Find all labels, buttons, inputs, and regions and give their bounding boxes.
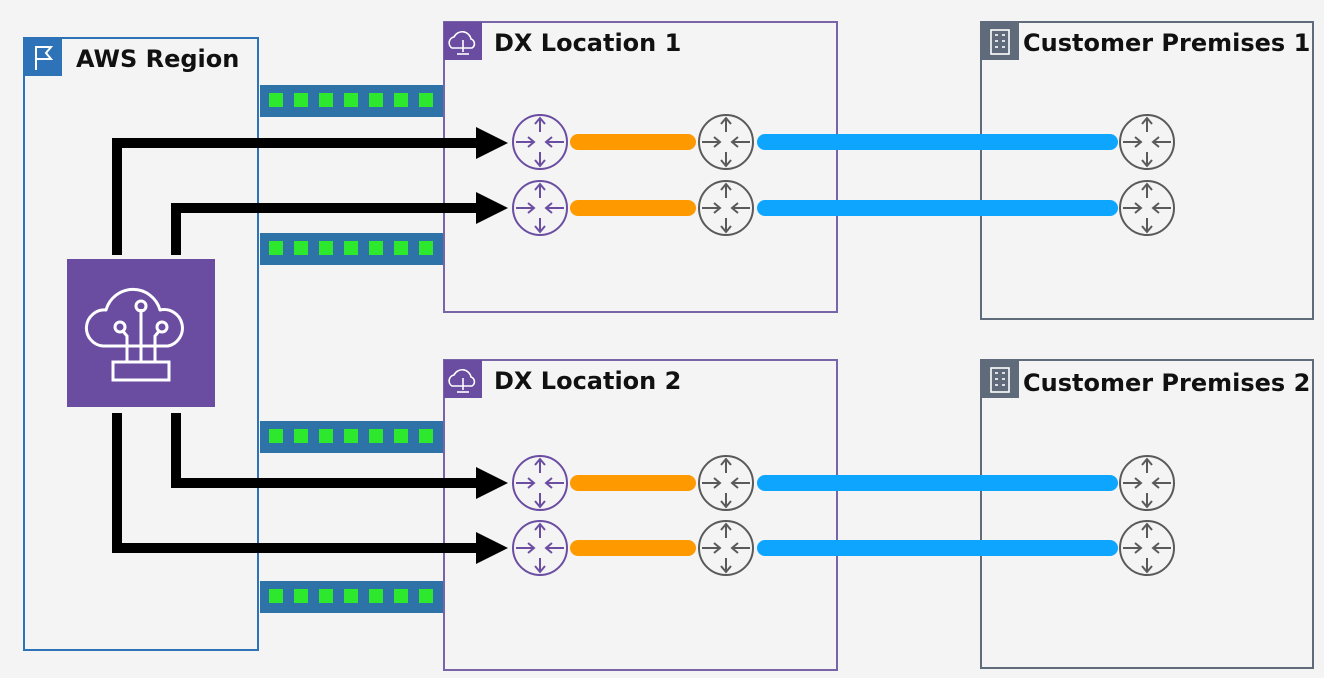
- aws-region-box: [23, 37, 259, 651]
- aws-router-icon: [512, 520, 568, 576]
- arrow-path-4: [112, 413, 478, 553]
- port-bar-1: [260, 85, 443, 117]
- customer-router-icon: [1119, 520, 1175, 576]
- aws-router-icon: [512, 180, 568, 236]
- dx-location-1-box: [443, 21, 838, 313]
- customer-premises-1-box: [980, 21, 1314, 320]
- arrowhead-4: [476, 532, 508, 564]
- aws-region-icon-bg: [24, 38, 62, 76]
- building-icon: [981, 22, 1019, 60]
- aws-region-label: AWS Region: [76, 45, 240, 73]
- dx-location-2-box: [443, 359, 838, 671]
- aws-router-icon: [512, 455, 568, 511]
- customer-premises-1-label: Customer Premises 1: [1023, 29, 1311, 57]
- arrow-path-1: [112, 138, 478, 255]
- port-bar-3: [260, 421, 443, 453]
- customer-premises-2-label: Customer Premises 2: [1023, 369, 1311, 397]
- customer-router-icon: [1119, 114, 1175, 170]
- arrow-path-3: [171, 413, 478, 488]
- arrow-path-2: [171, 203, 478, 255]
- dx-location-icon: [444, 360, 482, 398]
- customer-router-icon: [1119, 180, 1175, 236]
- port-bar-2: [260, 233, 443, 265]
- flag-icon: [35, 46, 54, 70]
- customer-premises-2-box: [980, 359, 1314, 669]
- arrowhead-2: [476, 192, 508, 224]
- dx-customer-router-icon: [698, 180, 754, 236]
- aws-router-icon: [512, 114, 568, 170]
- dx-location-1-label: DX Location 1: [494, 29, 682, 57]
- direct-connect-gateway-icon: [67, 259, 215, 407]
- building-icon: [981, 360, 1019, 398]
- dx-location-2-label: DX Location 2: [494, 367, 682, 395]
- customer-router-icon: [1119, 455, 1175, 511]
- arrowhead-3: [476, 467, 508, 499]
- dx-customer-router-icon: [698, 114, 754, 170]
- arrowhead-1: [476, 127, 508, 159]
- dx-customer-router-icon: [698, 455, 754, 511]
- dx-location-icon: [444, 22, 482, 60]
- port-bar-4: [260, 581, 443, 613]
- dx-customer-router-icon: [698, 520, 754, 576]
